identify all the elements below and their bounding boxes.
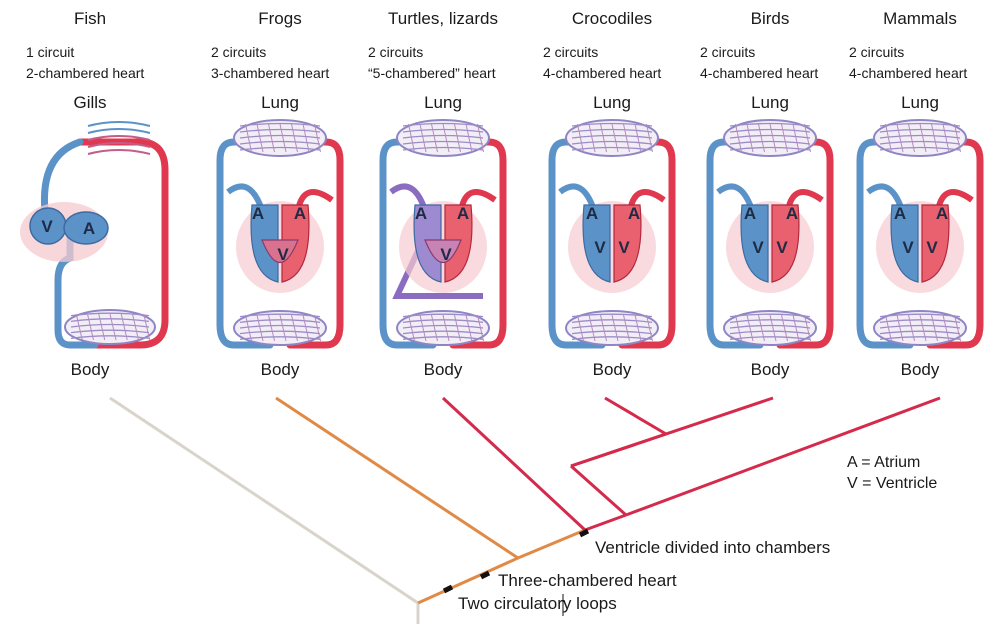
gill-filament	[88, 150, 150, 154]
body-capillaries	[566, 311, 658, 345]
heart-label: “5-chambered” heart	[368, 63, 496, 84]
circulation-panel-3: A A V	[383, 120, 503, 345]
chamber-label: A	[786, 204, 798, 223]
circuits-label: 2 circuits	[849, 42, 904, 63]
branch-crocodile	[605, 398, 666, 434]
chamber-label: V	[902, 238, 914, 257]
chamber-label: A	[628, 204, 640, 223]
body-capillaries	[724, 311, 816, 345]
heart-shadow	[726, 201, 814, 293]
chamber-label: A	[294, 204, 306, 223]
heart-label: 4-chambered heart	[849, 63, 967, 84]
legend-ventricle: V = Ventricle	[847, 473, 937, 494]
branch-fish	[110, 398, 418, 603]
body-label: Body	[870, 360, 970, 380]
branch-crocodile-stem	[571, 434, 666, 466]
body-label: Body	[40, 360, 140, 380]
node-label-ventricle-divided: Ventricle divided into chambers	[595, 538, 830, 558]
lung-capillaries	[234, 120, 326, 156]
lung-capillaries	[566, 120, 658, 156]
chamber-label: V	[776, 238, 788, 257]
organ-label: Lung	[562, 93, 662, 113]
heart-shadow	[876, 201, 964, 293]
branch-amniote-stem	[518, 530, 585, 558]
organism-title: Fish	[15, 9, 165, 29]
node-marker-two-loops	[444, 587, 452, 591]
organism-title: Turtles, lizards	[368, 9, 518, 29]
branch-archosaur	[571, 466, 626, 515]
organ-label: Gills	[40, 93, 140, 113]
heart-label: 3-chambered heart	[211, 63, 329, 84]
gill-filament	[88, 122, 150, 126]
gill-filament	[88, 129, 150, 133]
legend: A = Atrium V = Ventricle	[847, 452, 937, 494]
circulation-panel-2: A A V	[220, 120, 340, 345]
chamber-label: V	[41, 217, 53, 236]
circulation-panel-4: AAVV	[552, 120, 672, 345]
organ-label: Lung	[393, 93, 493, 113]
body-label: Body	[393, 360, 493, 380]
organ-label: Lung	[230, 93, 330, 113]
node-label-three-chambered: Three-chambered heart	[498, 571, 677, 591]
branch-turtle	[443, 398, 585, 530]
circuits-label: 1 circuit	[26, 42, 74, 63]
circulation-panel-5: AAVV	[710, 120, 830, 345]
heart-shadow	[568, 201, 656, 293]
chamber-label: V	[277, 245, 289, 264]
organ-label: Lung	[870, 93, 970, 113]
body-label: Body	[720, 360, 820, 380]
chamber-label: A	[415, 204, 427, 223]
body-capillaries	[397, 311, 489, 345]
body-capillaries	[874, 311, 966, 345]
branch-amniote-main	[585, 515, 626, 530]
chamber-label: A	[586, 204, 598, 223]
organism-title: Crocodiles	[537, 9, 687, 29]
chamber-label: A	[83, 219, 95, 238]
chamber-label: A	[894, 204, 906, 223]
organ-label: Lung	[720, 93, 820, 113]
lung-capillaries	[874, 120, 966, 156]
legend-atrium: A = Atrium	[847, 452, 937, 473]
chamber-label: A	[252, 204, 264, 223]
body-label: Body	[562, 360, 662, 380]
circuits-label: 2 circuits	[368, 42, 423, 63]
chamber-label: A	[936, 204, 948, 223]
organism-title: Frogs	[205, 9, 355, 29]
chamber-label: V	[440, 245, 452, 264]
chamber-label: V	[926, 238, 938, 257]
lung-capillaries	[397, 120, 489, 156]
heart-label: 2-chambered heart	[26, 63, 144, 84]
body-label: Body	[230, 360, 330, 380]
circuits-label: 2 circuits	[543, 42, 598, 63]
lung-capillaries	[724, 120, 816, 156]
body-capillaries	[65, 310, 155, 344]
chamber-label: V	[618, 238, 630, 257]
vein	[44, 142, 80, 212]
circulation-panel-6: AAVV	[860, 120, 980, 345]
organism-title: Mammals	[845, 9, 995, 29]
body-capillaries	[234, 311, 326, 345]
heart-label: 4-chambered heart	[543, 63, 661, 84]
circuits-label: 2 circuits	[700, 42, 755, 63]
chamber-label: V	[594, 238, 606, 257]
node-label-two-loops: Two circulatory loops	[458, 594, 617, 614]
heart-label: 4-chambered heart	[700, 63, 818, 84]
organism-title: Birds	[695, 9, 845, 29]
chamber-label: A	[457, 204, 469, 223]
chamber-label: A	[744, 204, 756, 223]
circuits-label: 2 circuits	[211, 42, 266, 63]
chamber-label: V	[752, 238, 764, 257]
gill-bed	[88, 122, 150, 154]
